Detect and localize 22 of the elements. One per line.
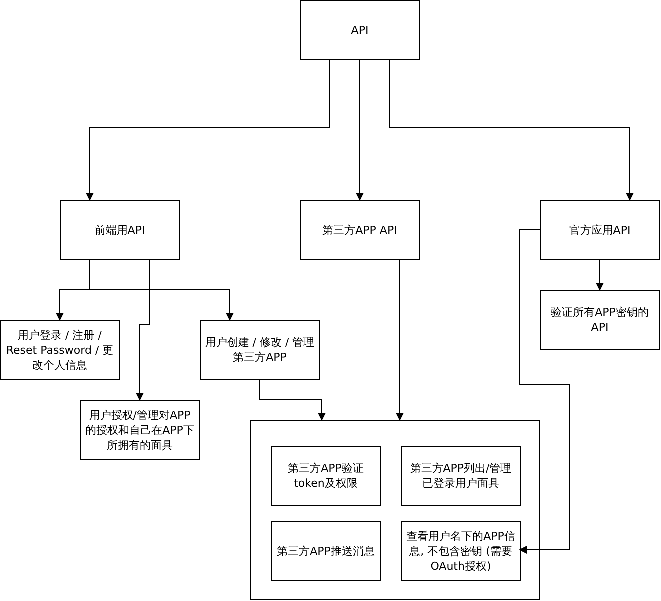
arrow [356,60,364,201]
arrow [260,380,326,421]
arrow [390,60,634,201]
process-box: 用户登录 / 注册 / Reset Password / 更改个人信息 [0,320,120,380]
arrow [396,260,404,421]
process-box: 前端用API [60,200,180,260]
arrow [136,260,150,401]
arrow [596,260,604,291]
arrow [519,230,570,554]
process-box: 用户授权/管理对APP的授权和自己在APP下所拥有的面具 [80,400,200,460]
process-box: 第三方APP推送消息 [271,521,381,581]
process-box: API [300,0,420,60]
process-box: 第三方APP列出/管理已登录用户面具 [401,446,521,506]
process-box: 第三方APP API [300,200,420,260]
arrow [90,260,234,321]
process-box: 验证所有APP密钥的API [540,290,660,350]
process-box: 第三方APP验证token及权限 [271,446,381,506]
arrow [86,60,330,201]
process-box: 用户创建 / 修改 / 管理第三方APP [200,320,320,380]
process-box: 官方应用API [540,200,660,260]
process-box: 查看用户名下的APP信息, 不包含密钥 (需要OAuth授权) [401,521,521,581]
container-box [250,420,540,600]
